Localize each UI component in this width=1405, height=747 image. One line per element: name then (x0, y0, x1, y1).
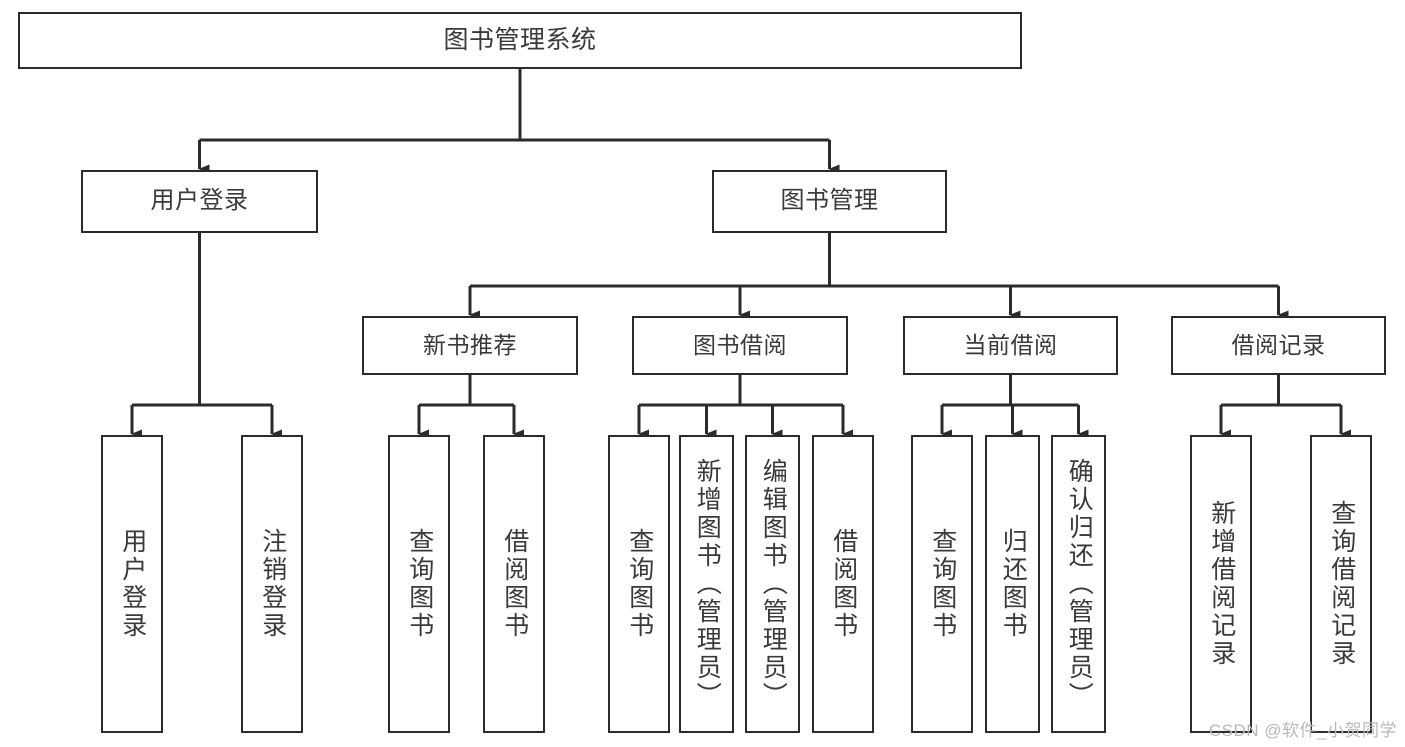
leaf-return-book[interactable]: 归还图书 (985, 435, 1040, 733)
leaf-query-book-1-label: 查询图书 (405, 528, 434, 640)
node-user-login[interactable]: 用户登录 (81, 170, 318, 233)
node-user-login-label: 用户登录 (150, 187, 249, 215)
leaf-query-record-label: 查询借阅记录 (1327, 500, 1356, 668)
node-current-borrow[interactable]: 当前借阅 (903, 316, 1118, 375)
leaf-logout[interactable]: 注销登录 (241, 435, 303, 733)
leaf-return-book-label: 归还图书 (999, 528, 1028, 640)
node-borrow-record[interactable]: 借阅记录 (1171, 316, 1386, 375)
leaf-confirm-return-label: 确认归还（管理员） (1065, 458, 1094, 710)
leaf-add-book-label: 新增图书（管理员） (693, 458, 722, 710)
node-borrow-record-label: 借阅记录 (1231, 331, 1326, 358)
edge-group (130, 69, 1351, 439)
node-new-book-recommend-label: 新书推荐 (423, 331, 517, 358)
leaf-confirm-return[interactable]: 确认归还（管理员） (1051, 435, 1106, 733)
leaf-borrow-book-1[interactable]: 借阅图书 (483, 435, 545, 733)
leaf-edit-book-label: 编辑图书（管理员） (759, 458, 788, 710)
leaf-add-record[interactable]: 新增借阅记录 (1190, 435, 1252, 733)
leaf-borrow-book-1-label: 借阅图书 (500, 528, 529, 640)
leaf-query-book-3-label: 查询图书 (928, 528, 957, 640)
csdn-watermark: CSDN @软件_小贺同学 (1208, 721, 1397, 740)
leaf-borrow-book-2[interactable]: 借阅图书 (812, 435, 874, 733)
node-book-borrow-label: 图书借阅 (693, 331, 787, 358)
leaf-query-book-3[interactable]: 查询图书 (911, 435, 973, 733)
node-book-borrow[interactable]: 图书借阅 (632, 316, 848, 375)
node-root-label: 图书管理系统 (443, 25, 597, 54)
leaf-user-login[interactable]: 用户登录 (101, 435, 163, 733)
leaf-borrow-book-2-label: 借阅图书 (829, 528, 858, 640)
leaf-logout-label: 注销登录 (258, 528, 287, 640)
leaf-user-login-label: 用户登录 (118, 528, 147, 640)
leaf-query-book-1[interactable]: 查询图书 (388, 435, 450, 733)
node-current-borrow-label: 当前借阅 (963, 331, 1058, 358)
node-book-manage-label: 图书管理 (780, 187, 879, 215)
node-root[interactable]: 图书管理系统 (18, 12, 1022, 69)
leaf-edit-book[interactable]: 编辑图书（管理员） (745, 435, 800, 733)
leaf-add-book[interactable]: 新增图书（管理员） (679, 435, 734, 733)
leaf-query-book-2-label: 查询图书 (625, 528, 654, 640)
node-new-book-recommend[interactable]: 新书推荐 (362, 316, 578, 375)
node-book-manage[interactable]: 图书管理 (712, 170, 947, 233)
leaf-add-record-label: 新增借阅记录 (1207, 500, 1236, 668)
leaf-query-record[interactable]: 查询借阅记录 (1310, 435, 1372, 733)
leaf-query-book-2[interactable]: 查询图书 (608, 435, 670, 733)
